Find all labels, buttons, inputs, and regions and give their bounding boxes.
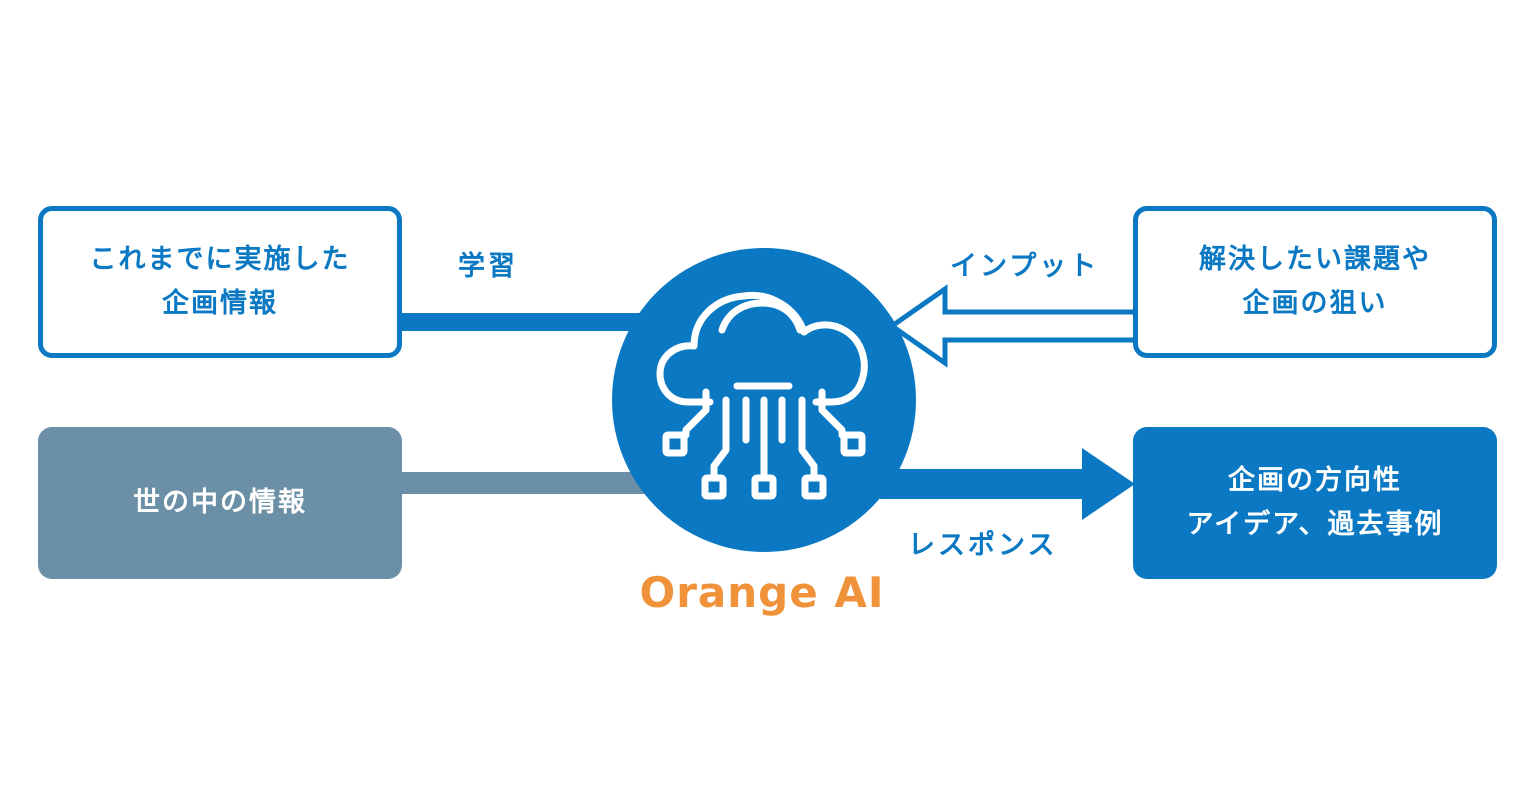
input-arrow — [887, 284, 1135, 368]
issues-line-1: 解決したい課題や — [1199, 244, 1431, 275]
input-label: インプット — [950, 251, 1100, 282]
world-info-line-1: 世の中の情報 — [133, 487, 307, 518]
issues-line-2: 企画の狙い — [1242, 288, 1388, 319]
output-line-2: アイデア、過去事例 — [1186, 509, 1444, 540]
world-info-connector — [400, 472, 650, 494]
output-box: 企画の方向性 アイデア、過去事例 — [1133, 427, 1497, 579]
past-plans-line-1: これまでに実施した — [89, 244, 351, 275]
cloud-circuit-icon — [656, 291, 868, 500]
output-line-1: 企画の方向性 — [1228, 465, 1402, 496]
learning-label: 学習 — [458, 251, 518, 282]
response-arrow — [880, 448, 1135, 520]
issues-box: 解決したい課題や 企画の狙い — [1133, 206, 1497, 358]
past-plans-line-2: 企画情報 — [162, 288, 278, 319]
learning-connector — [400, 313, 650, 331]
response-label: レスポンス — [908, 530, 1058, 561]
ai-name-label: Orange AI — [639, 568, 885, 617]
past-plans-box: これまでに実施した 企画情報 — [38, 206, 402, 358]
world-info-box: 世の中の情報 — [38, 427, 402, 579]
